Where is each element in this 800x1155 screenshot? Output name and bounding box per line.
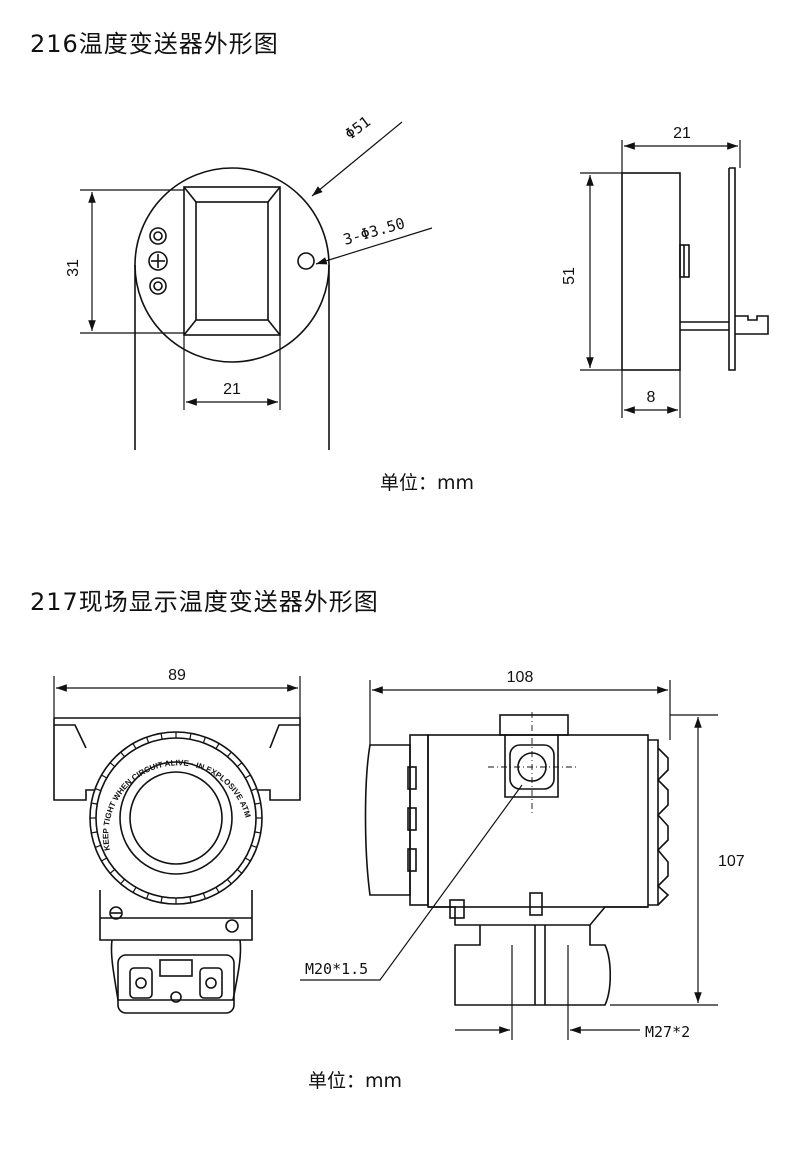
- thread-cable-label: M20*1.5: [305, 960, 368, 978]
- center-lines: [488, 712, 578, 815]
- dim-216-holes: 3-Φ3.50: [341, 214, 407, 249]
- dim-216-side-bottom: 8: [647, 389, 656, 406]
- dim-217-height: 107: [718, 853, 745, 870]
- knurl-tick: [146, 736, 150, 744]
- button-middle: [148, 251, 168, 271]
- dim-217-length: 108: [507, 669, 534, 686]
- front-view-217: [53, 676, 301, 1014]
- button-bottom: [149, 277, 167, 295]
- knurl-tick: [244, 857, 251, 862]
- knurl-tick: [94, 844, 102, 848]
- knurl-tick: [236, 868, 243, 874]
- ground-screw: [109, 906, 123, 920]
- side-view-217: [300, 680, 718, 1040]
- knurl-tick: [236, 762, 243, 768]
- front-view-216: [80, 121, 433, 450]
- dim-216-side-height: 51: [561, 267, 578, 285]
- section2-unit-label: 单位：mm: [308, 1070, 403, 1092]
- dim-216-width: 21: [223, 381, 241, 398]
- knurl-tick: [250, 788, 258, 792]
- dim-216-height: 31: [65, 259, 82, 277]
- knurl-tick: [254, 831, 261, 834]
- dim-216-side-depth: 21: [673, 125, 691, 142]
- knurl-tick: [94, 788, 102, 792]
- cable-entry-top: [499, 714, 569, 736]
- section2-title: 217现场显示温度变送器外形图: [30, 588, 379, 616]
- knurl-tick: [244, 774, 251, 779]
- display-window-inner: [195, 201, 269, 321]
- dim-216-diameter: Φ51: [342, 113, 374, 144]
- knurl-tick: [146, 892, 150, 900]
- knurl-tick: [120, 878, 126, 885]
- housing-body: [427, 734, 649, 908]
- knurl-tick: [101, 774, 108, 779]
- display-window-outer: [183, 186, 281, 336]
- top-bracket: [53, 717, 301, 801]
- probe-fitting: [735, 315, 769, 335]
- neck-fitting: [117, 954, 235, 1014]
- thread-mount-label: M27*2: [645, 1023, 690, 1041]
- section1-title: 216温度变送器外形图: [30, 30, 279, 58]
- knurl-tick: [101, 857, 108, 862]
- button-top: [149, 227, 167, 245]
- display-glass: [129, 771, 223, 865]
- knurl-tick: [120, 751, 126, 758]
- knurl-tick: [202, 892, 206, 900]
- dim-217-width: 89: [168, 667, 186, 684]
- knurl-tick: [132, 886, 137, 893]
- section1-unit-label: 单位：mm: [380, 472, 475, 494]
- knurl-tick: [215, 743, 220, 750]
- cover-outer: [89, 731, 263, 905]
- knurl-tick: [160, 896, 163, 903]
- knurl-tick: [250, 844, 258, 848]
- knurl-tick: [189, 896, 192, 903]
- knurl-tick: [109, 868, 116, 874]
- cover-engraving-text: KEEP TIGHT WHEN CIRCUIT ALIVE · IN EXPLO…: [0, 0, 252, 851]
- knurl-tick: [132, 743, 137, 750]
- knurl-tick: [91, 802, 98, 805]
- knurl-tick: [202, 736, 206, 744]
- front-cover-side: [364, 744, 411, 896]
- knurl-tick: [254, 802, 261, 805]
- knurl-tick: [160, 733, 163, 740]
- knurl-tick: [109, 762, 116, 768]
- knurl-tick: [215, 886, 220, 893]
- side-view-216: [580, 140, 769, 418]
- cover-knurling: [90, 732, 262, 904]
- back-plate: [728, 167, 736, 371]
- side-body: [621, 172, 681, 371]
- mounting-hole: [297, 252, 315, 270]
- lock-screw: [529, 892, 543, 916]
- knurl-tick: [226, 878, 232, 885]
- knurl-tick: [189, 733, 192, 740]
- knurl-tick: [226, 751, 232, 758]
- cover-ring: [409, 734, 429, 906]
- knurl-tick: [91, 831, 98, 834]
